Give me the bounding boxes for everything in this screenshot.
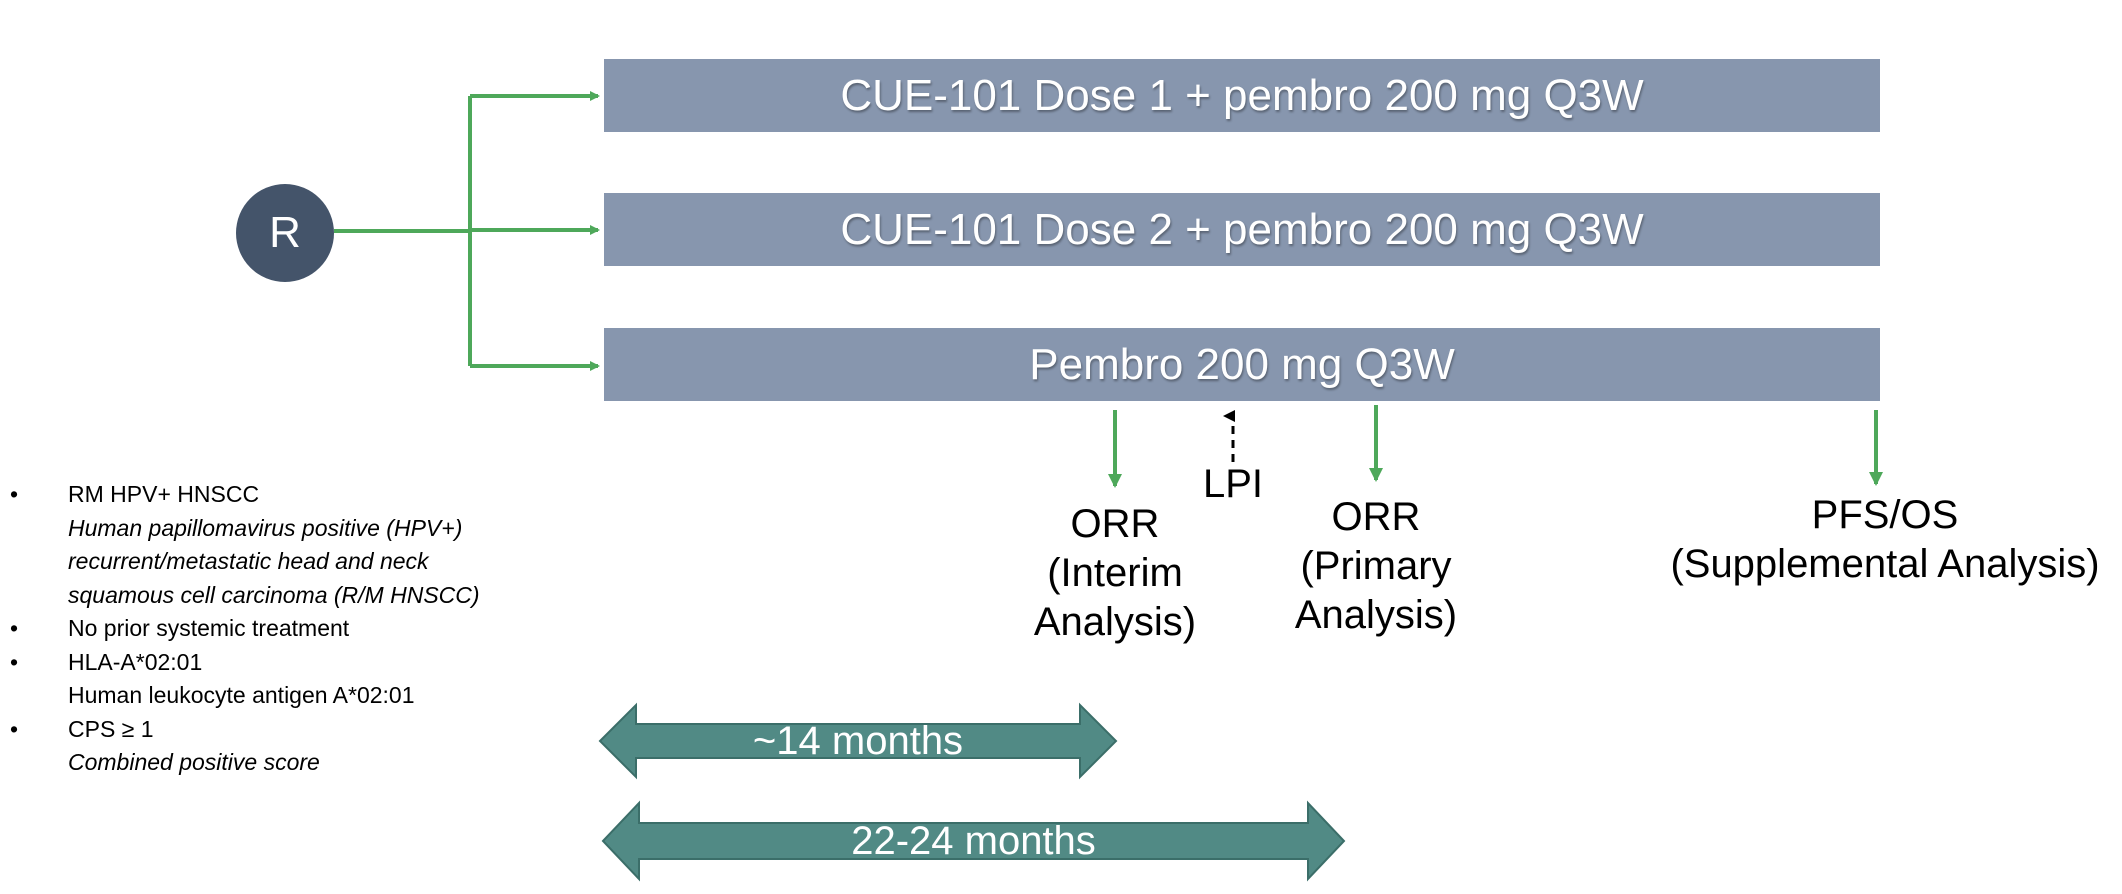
- criterion-detail: Human papillomavirus positive (HPV+): [68, 514, 463, 541]
- supplemental-line-2: (Supplemental Analysis): [1670, 542, 2100, 586]
- criterion-detail: Combined positive score: [68, 749, 320, 775]
- eligibility-list: • RM HPV+ HNSCC Human papillomavirus pos…: [10, 478, 570, 780]
- interim-analysis-label: ORR (Interim Analysis): [1005, 500, 1225, 647]
- primary-line-1: ORR: [1331, 495, 1421, 539]
- primary-line-3: Analysis): [1294, 593, 1458, 637]
- criterion-main: No prior systemic treatment: [68, 615, 350, 641]
- criterion-detail: recurrent/metastatic head and neck: [68, 548, 429, 574]
- milestone-arrows: [1108, 405, 1883, 488]
- criterion-cps: • CPS ≥ 1 Combined positive score: [10, 713, 570, 780]
- arm-2-bar: CUE-101 Dose 2 + pembro 200 mg Q3W: [604, 193, 1880, 266]
- duration-arrow-22-24-months: [601, 800, 1346, 882]
- bullet: •: [10, 715, 19, 742]
- duration-arrow-14-months: [598, 702, 1118, 780]
- criterion-main: CPS ≥ 1: [68, 715, 154, 742]
- primary-line-2: (Primary: [1300, 544, 1452, 588]
- bullet: •: [10, 648, 19, 675]
- lpi-label: LPI: [1202, 462, 1264, 506]
- criterion-hla: • HLA-A*02:01 Human leukocyte antigen A*…: [10, 646, 570, 713]
- bullet: •: [10, 481, 19, 507]
- criterion-rm-hpv: • RM HPV+ HNSCC Human papillomavirus pos…: [10, 478, 570, 612]
- interim-line-2: (Interim: [1047, 551, 1183, 595]
- randomization-circle: R: [236, 184, 334, 282]
- randomization-branches: [334, 91, 600, 371]
- duration-label-22-24-months: 22-24 months: [851, 818, 1096, 863]
- criterion-no-prior-treatment: • No prior systemic treatment: [10, 612, 570, 646]
- criterion-main: RM HPV+ HNSCC: [68, 481, 260, 507]
- arm-3-bar: Pembro 200 mg Q3W: [604, 328, 1880, 401]
- supplemental-analysis-label: PFS/OS (Supplemental Analysis): [1660, 491, 2110, 589]
- duration-arrows: [598, 702, 1346, 882]
- supplemental-line-1: PFS/OS: [1811, 493, 1959, 537]
- primary-analysis-label: ORR (Primary Analysis): [1266, 493, 1486, 640]
- interim-line-1: ORR: [1070, 502, 1160, 546]
- criterion-main: HLA-A*02:01: [68, 648, 203, 675]
- criterion-detail: squamous cell carcinoma (R/M HNSCC): [68, 581, 480, 608]
- arm-1-bar: CUE-101 Dose 1 + pembro 200 mg Q3W: [604, 59, 1880, 132]
- bullet: •: [10, 615, 19, 641]
- criterion-detail: Human leukocyte antigen A*02:01: [68, 682, 415, 708]
- duration-label-14-months: ~14 months: [752, 718, 964, 763]
- interim-line-3: Analysis): [1033, 600, 1197, 644]
